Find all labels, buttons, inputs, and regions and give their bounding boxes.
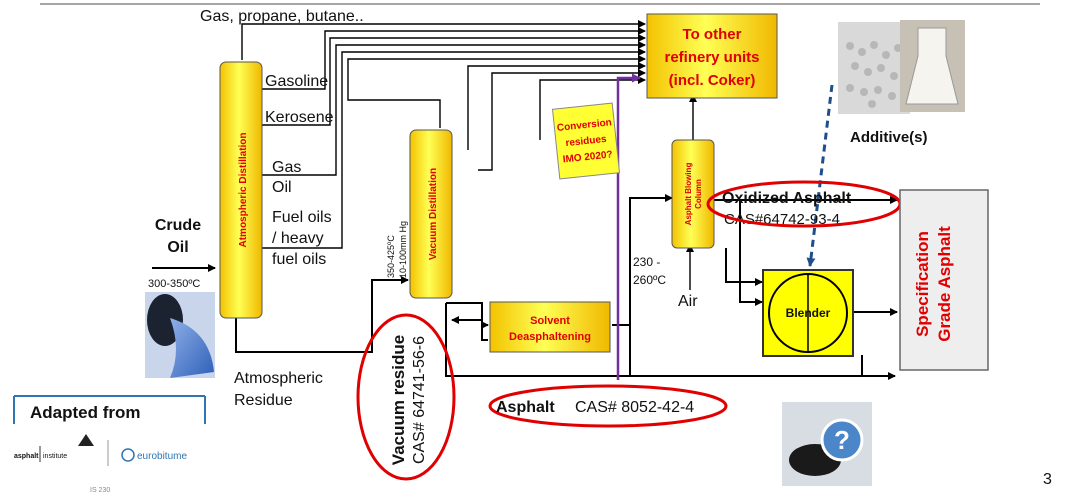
solvent-label-2: Deasphaltening — [509, 331, 591, 343]
spill-photo — [145, 292, 215, 378]
vacuum-residue-cas: CAS# 64741-56-6 — [411, 336, 428, 464]
blowing-column-label-2: Column — [694, 179, 703, 209]
vacuum-column-label: Vacuum Distillation — [428, 168, 439, 260]
crude-label-1: Crude — [155, 217, 201, 234]
conversion-residues-box: Conversion residues IMO 2020? — [553, 103, 620, 179]
spec-label-2: Grade Asphalt — [935, 226, 954, 342]
svg-text:institute: institute — [43, 453, 67, 460]
beaker-photo — [900, 20, 965, 112]
blowing-temp-1: 230 - — [633, 255, 660, 269]
blowing-column-label-1: Asphalt Blowing — [684, 163, 693, 226]
product-gasoline: Gasoline — [265, 73, 328, 90]
vacuum-conditions-1: 350-425ºC — [386, 235, 396, 278]
blowing-column — [672, 140, 714, 248]
gas-propane-label: Gas, propane, butane.. — [200, 8, 364, 25]
svg-text:eurobitume: eurobitume — [137, 451, 187, 462]
adapted-from-label: Adapted from — [30, 403, 141, 422]
adapted-from-box: Adapted from — [14, 396, 205, 424]
svg-text:?: ? — [834, 425, 850, 455]
vacuum-conditions-2: 10-100mm Hg — [398, 221, 408, 278]
pellets-photo — [838, 22, 910, 114]
product-gas: Gas — [272, 159, 301, 176]
product-fuel-oils: Fuel oils — [272, 209, 332, 226]
other-units-line3: (incl. Coker) — [669, 72, 756, 89]
asphalt-institute-logo: asphalt institute — [14, 434, 94, 462]
blowing-temp-2: 260ºC — [633, 273, 666, 287]
air-label: Air — [678, 293, 698, 310]
blender-label: Blender — [786, 306, 831, 320]
product-kerosene: Kerosene — [265, 109, 334, 126]
asphalt-name: Asphalt — [496, 399, 555, 416]
other-units-line2: refinery units — [664, 49, 759, 66]
additive-label: Additive(s) — [850, 129, 928, 146]
spec-label-1: Specification — [913, 231, 932, 337]
small-code: IS 230 — [90, 487, 110, 494]
vacuum-residue-name: Vacuum residue — [389, 335, 408, 465]
product-oil: Oil — [272, 179, 292, 196]
page-number: 3 — [1043, 471, 1052, 488]
atm-residue-1: Atmospheric — [234, 370, 323, 387]
crude-label-2: Oil — [167, 239, 188, 256]
atmospheric-column-label: Atmospheric Distillation — [238, 132, 249, 247]
svg-text:asphalt: asphalt — [14, 453, 39, 460]
crude-temp: 300-350ºC — [148, 278, 200, 290]
solvent-label-1: Solvent — [530, 315, 570, 327]
question-photo: ? — [782, 402, 872, 486]
solvent-box — [490, 302, 610, 352]
other-units-line1: To other — [683, 26, 742, 43]
eurobitume-logo: eurobitume — [122, 449, 187, 462]
product-heavy: / heavy — [272, 230, 324, 247]
product-fuel-oils-2: fuel oils — [272, 251, 326, 268]
asphalt-cas: CAS# 8052-42-4 — [575, 399, 694, 416]
atm-residue-2: Residue — [234, 392, 293, 409]
oxidized-name: Oxidized Asphalt — [722, 190, 852, 207]
